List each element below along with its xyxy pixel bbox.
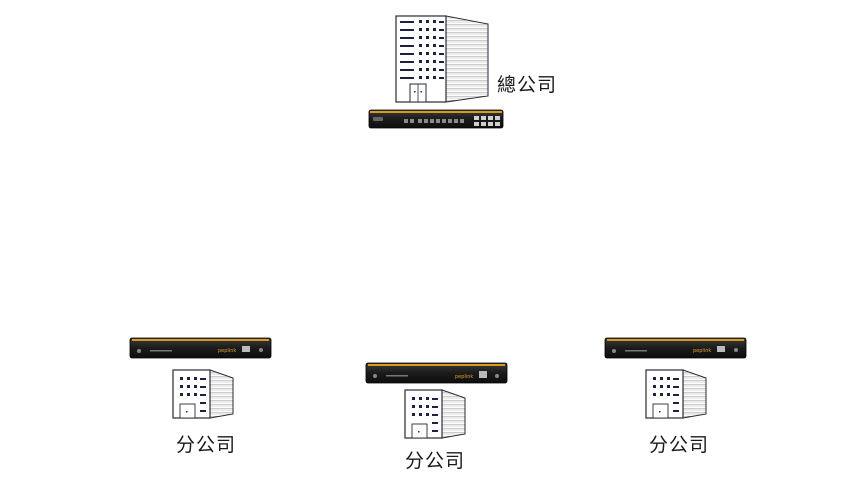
branch-building-right-icon xyxy=(645,369,707,419)
hq-door-icon xyxy=(409,83,427,103)
branch-router-center-icon: peplink xyxy=(365,362,508,384)
branch-router-left-icon: peplink xyxy=(129,337,272,359)
hq-router-icon xyxy=(368,109,504,129)
branch-label-center: 分公司 xyxy=(405,450,466,472)
svg-text:peplink: peplink xyxy=(218,348,236,354)
branch-label-right: 分公司 xyxy=(649,434,710,456)
svg-text:peplink: peplink xyxy=(693,348,711,354)
hq-building-icon xyxy=(395,15,489,103)
hq-window-rows xyxy=(400,20,444,79)
branch-label-left: 分公司 xyxy=(176,434,237,456)
branch-building-center-icon xyxy=(404,389,466,439)
hq-label: 總公司 xyxy=(497,74,558,96)
branch-building-left-icon xyxy=(172,369,234,419)
svg-text:peplink: peplink xyxy=(455,374,473,380)
branch-router-right-icon: peplink xyxy=(604,337,747,359)
